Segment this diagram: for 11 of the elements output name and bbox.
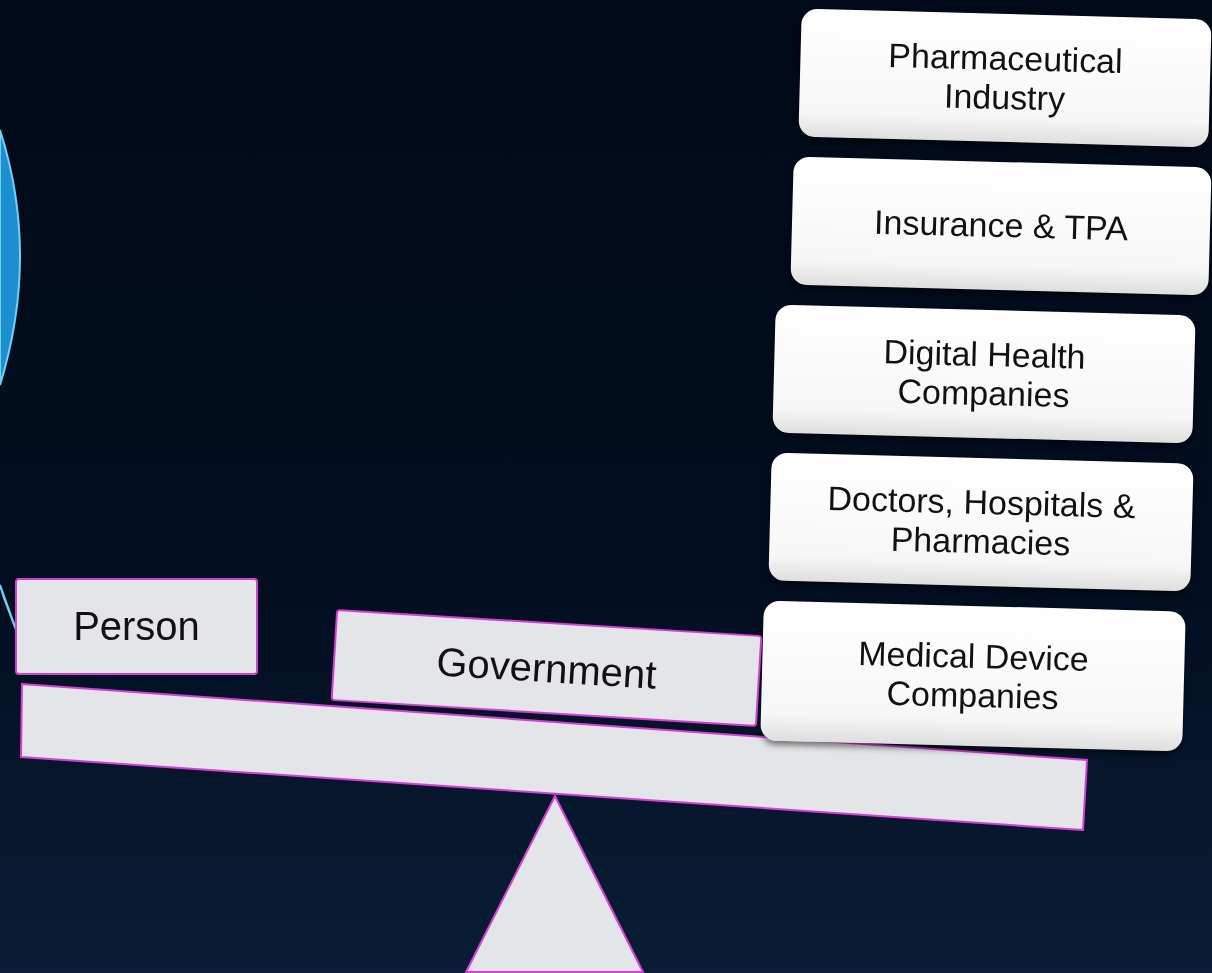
box-label: Digital Health Companies: [881, 331, 1088, 417]
stakeholder-box: [15, 578, 258, 675]
box-label: Pharmaceutical Industry: [886, 34, 1125, 120]
stakeholder-card: [772, 304, 1196, 444]
box-label: Person: [73, 604, 200, 649]
stakeholder-card: [768, 452, 1194, 592]
box-label: Medical Device Companies: [856, 632, 1091, 719]
box-label: Doctors, Hospitals & Pharmacies: [826, 478, 1137, 565]
stakeholder-card: [760, 600, 1186, 752]
box-label: Insurance & TPA: [873, 203, 1129, 249]
box-label: Government: [435, 638, 658, 698]
